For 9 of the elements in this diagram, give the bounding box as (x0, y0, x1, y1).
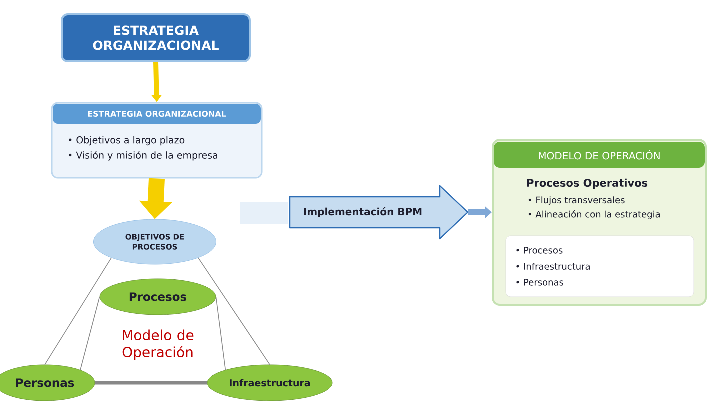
connector-line (80, 296, 100, 371)
connector-line (216, 296, 226, 371)
connector-line (44, 258, 112, 366)
connector-line (198, 258, 270, 366)
list-box: • Procesos • Infraestructura • Personas (506, 236, 694, 298)
center-label: Modelo de Operación (122, 330, 194, 360)
connector-line (95, 381, 208, 385)
info-card: ESTRATEGIA ORGANIZACIONAL • Objetivos a largo plazo • Visión y misión de la empresa (51, 102, 263, 179)
title-box: ESTRATEGIA ORGANIZACIONAL (61, 14, 251, 62)
